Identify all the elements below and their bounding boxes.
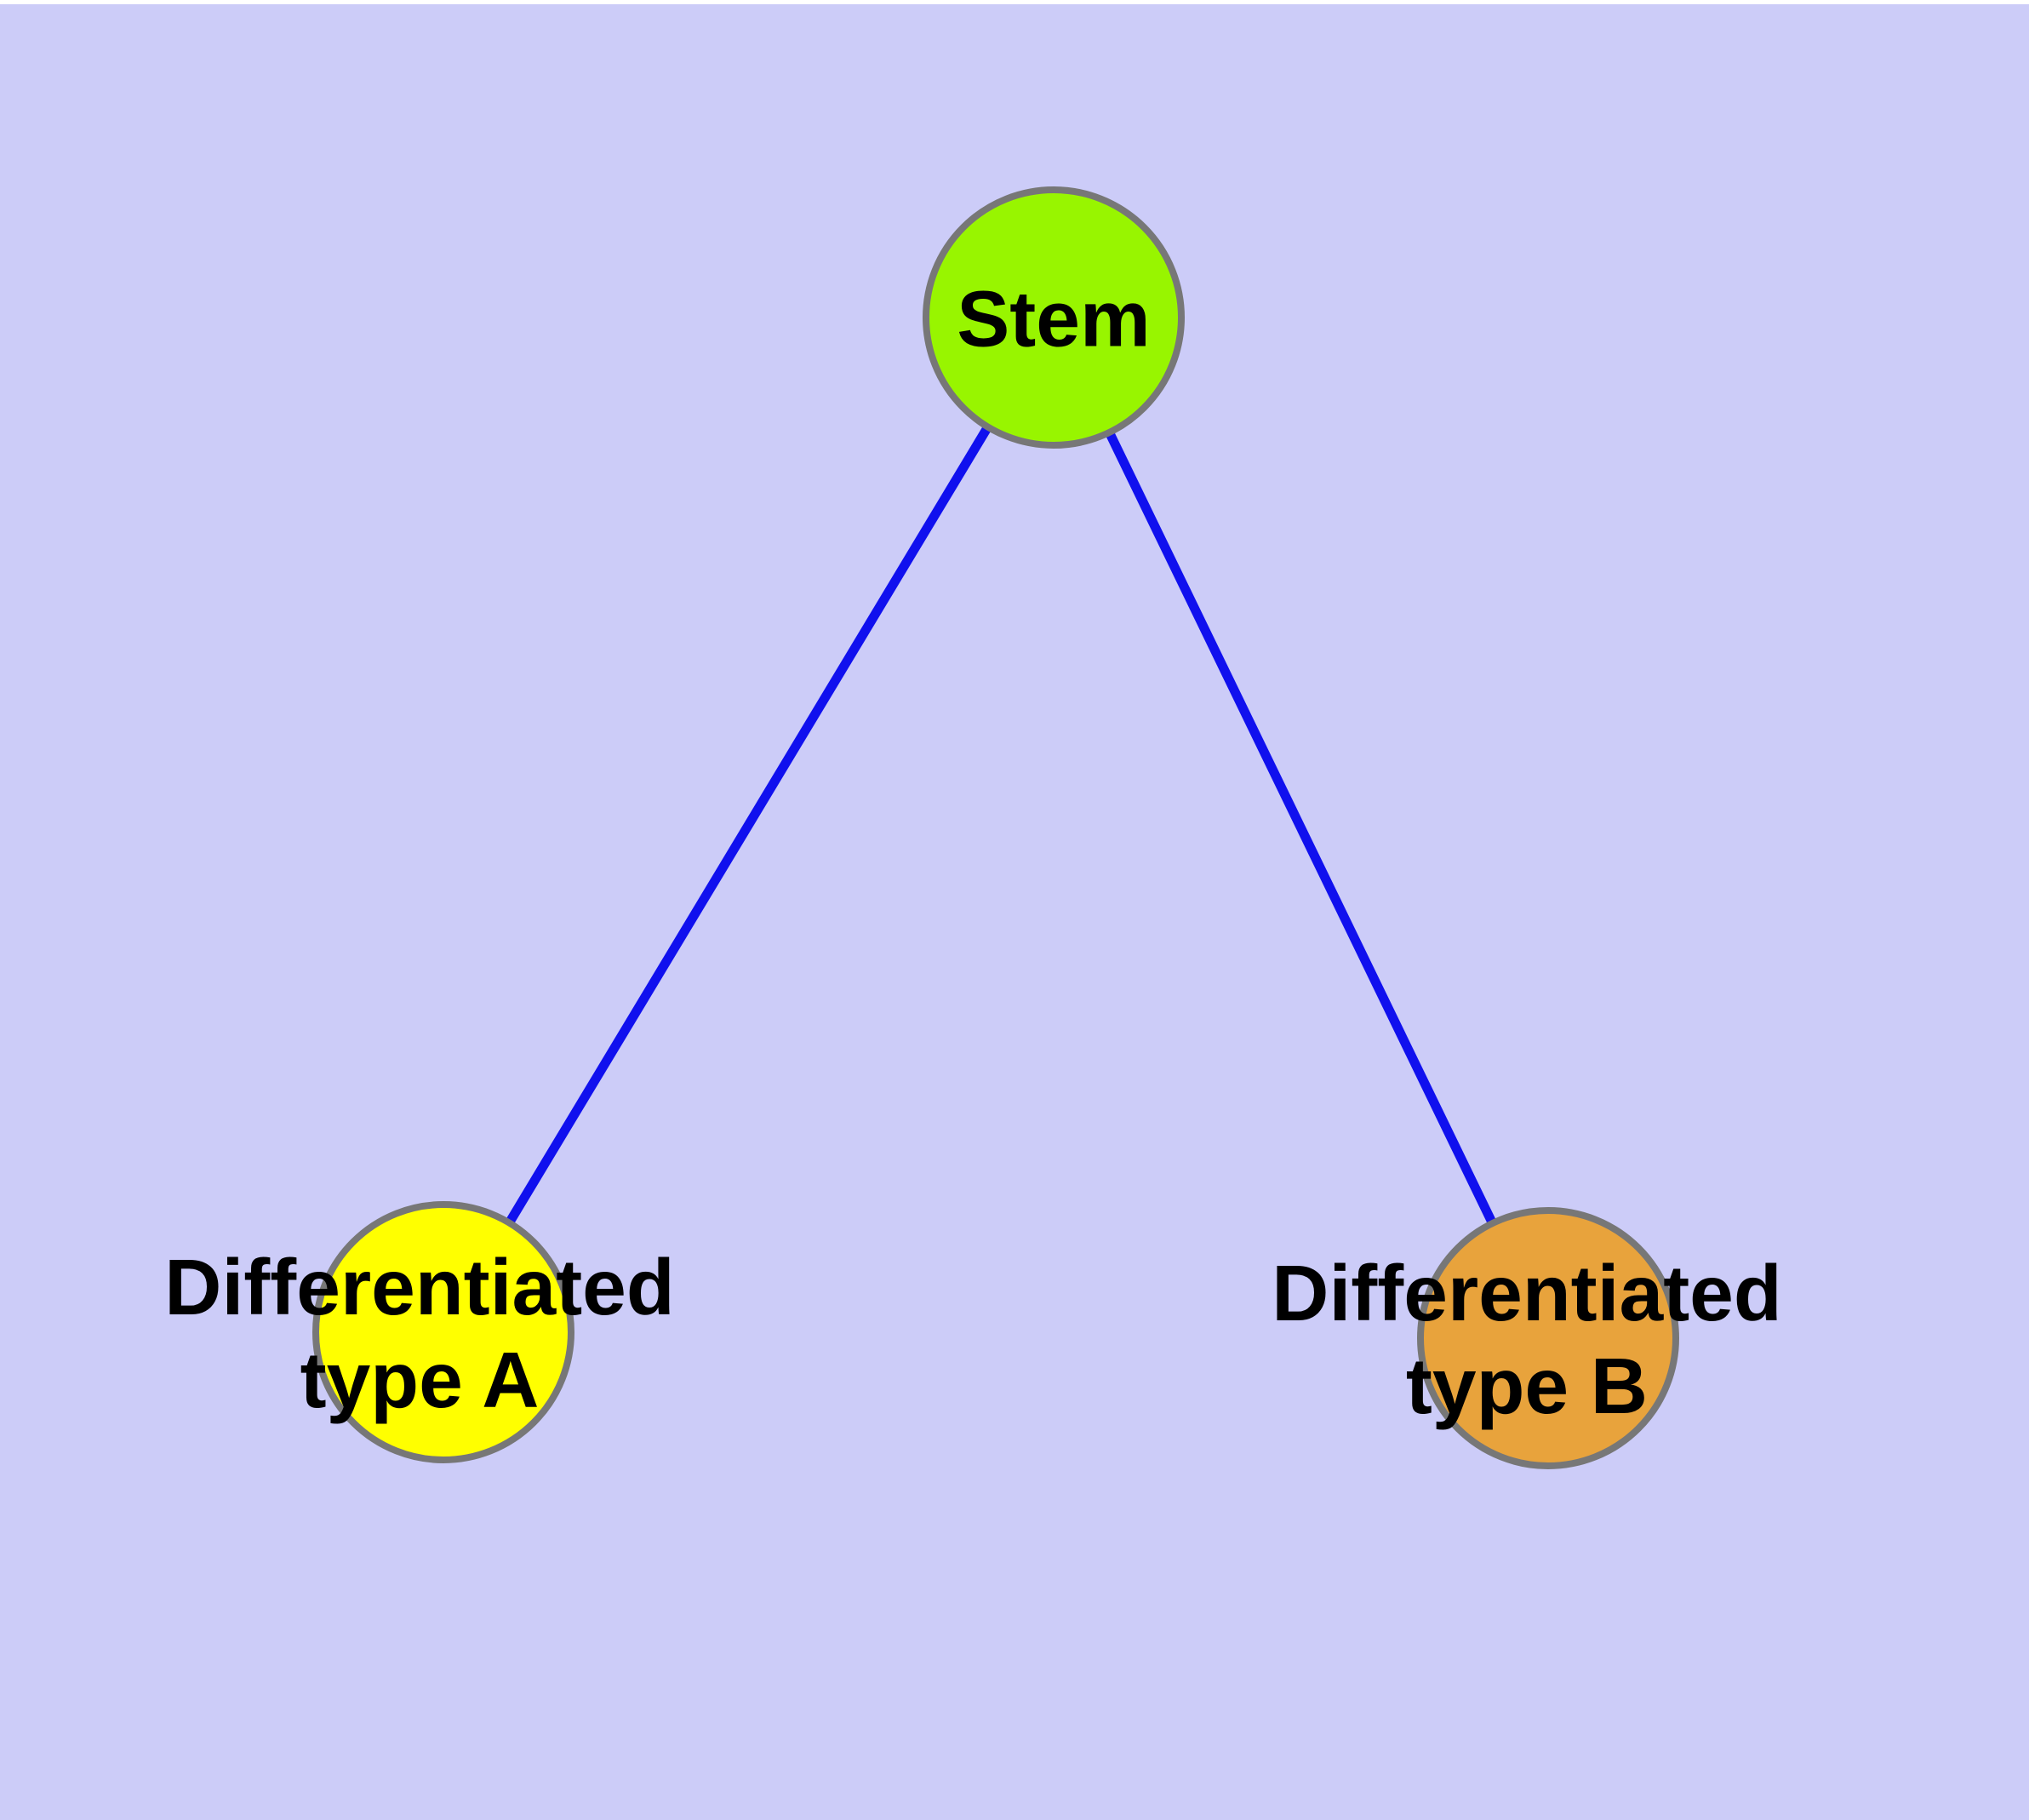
node-circle-type-a [312, 1201, 574, 1463]
node-label-line: Differentiated [1272, 1249, 1781, 1337]
node-label-line: type B [1406, 1342, 1648, 1430]
node-circle-stem [923, 186, 1185, 449]
edge-stem-to-type-a [439, 315, 1058, 1335]
node-circle-type-b [1417, 1207, 1679, 1469]
edge-stem-to-type-b [1049, 315, 1552, 1341]
node-label-line: Stem [957, 275, 1150, 363]
node-label-stem: Stem [957, 275, 1150, 363]
node-label-line: type A [300, 1336, 540, 1424]
node-label-line: Differentiated [164, 1243, 674, 1331]
node-stem: Stem [923, 186, 1185, 449]
